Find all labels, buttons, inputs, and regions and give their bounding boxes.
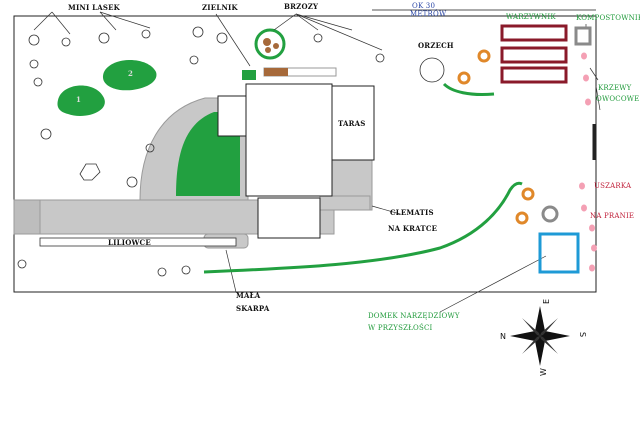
mini-lasek-marker-2: 2 — [128, 69, 133, 78]
hedge-line-long — [203, 181, 523, 274]
compass-s: S — [578, 332, 587, 337]
mini-lasek-bush-2 — [102, 60, 157, 91]
hedge-line-orzech — [442, 82, 495, 96]
leader-lines — [33, 11, 601, 313]
label-kompostownik: KOMPOSTOWNIK — [576, 14, 640, 22]
label-metrow: METRÓW — [410, 9, 447, 18]
label-zielnik: ZIELNIK — [202, 3, 239, 12]
compass-rose — [510, 306, 570, 366]
tool-shed — [538, 232, 580, 274]
orange-shrubs — [457, 49, 535, 225]
walnut-tree — [419, 57, 445, 83]
label-mala: MAŁA — [236, 291, 261, 300]
compost-bin — [574, 26, 592, 46]
compass-n: N — [500, 332, 506, 341]
path-to-clematis — [319, 195, 371, 211]
label-domek-1: DOMEK NARZĘDZIOWY — [368, 312, 460, 320]
birch-trunk — [273, 43, 279, 49]
label-taras: TARAS — [338, 119, 366, 128]
small-trees — [17, 26, 385, 277]
terrace — [331, 85, 375, 161]
label-mini-lasek: MINI LASEK — [68, 3, 121, 12]
label-domek-2: W PRZYSZŁOŚCI — [368, 323, 433, 332]
label-na-praniu: NA PRANIE — [590, 212, 634, 220]
house-annex — [217, 95, 247, 137]
label-ok-30: OK 30 — [412, 2, 435, 10]
fruit-bushes — [579, 52, 597, 272]
birch-trunk — [265, 47, 271, 53]
herb-bed — [242, 70, 256, 80]
plot-boundary — [13, 15, 597, 293]
path-left-stub — [13, 199, 41, 235]
label-na-kratce: NA KRATCE — [388, 224, 437, 233]
birch-clump — [254, 28, 286, 60]
label-orzech: ORZECH — [418, 41, 454, 50]
grey-ring — [541, 205, 559, 223]
label-krzewy: KRZEWY — [598, 84, 632, 92]
mini-lasek-marker-1: 1 — [76, 95, 81, 104]
label-liliowce: LILIOWCE — [108, 238, 151, 247]
label-warzywnik: WARZYWNIK — [506, 13, 556, 21]
mini-lasek-bush-1 — [57, 85, 105, 117]
house — [245, 83, 333, 197]
label-clematis: CLEMATIS — [390, 208, 434, 217]
label-suszarka: USZARKA — [594, 182, 632, 190]
vegetable-beds — [500, 24, 568, 84]
stone-icon — [79, 163, 101, 181]
compass-w: W — [539, 368, 548, 376]
label-brzozy: BRZOZY — [284, 2, 319, 11]
compass-e: E — [542, 299, 551, 304]
house-lower-block — [257, 197, 321, 239]
label-skarpa: SKARPA — [236, 304, 270, 313]
liliowce-bed — [39, 237, 237, 247]
birch-trunk — [263, 38, 271, 46]
label-owocowe: OWOCOWE — [596, 95, 639, 103]
herb-box — [264, 68, 288, 76]
